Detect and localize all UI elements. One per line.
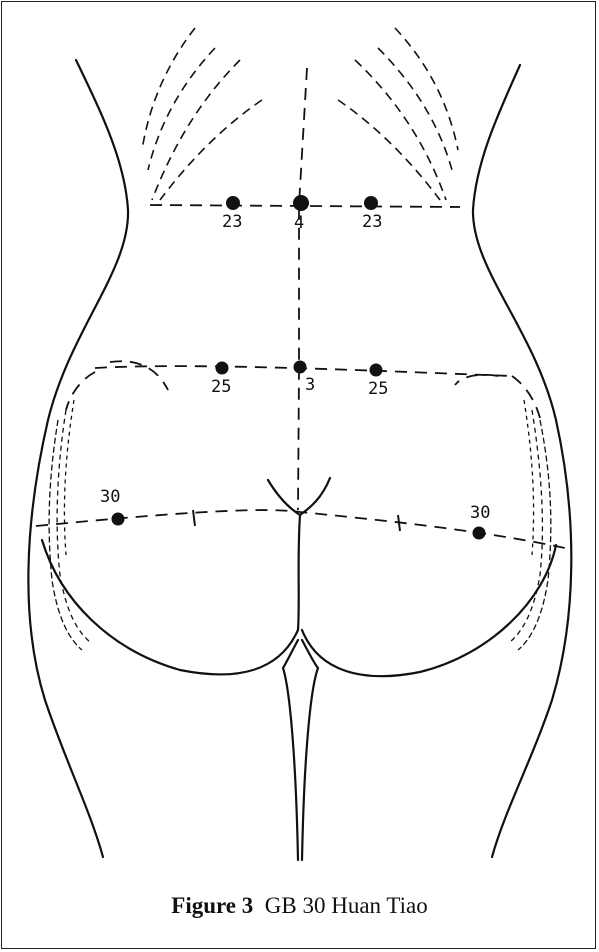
iliac-left	[66, 372, 95, 410]
inner-thigh-right	[302, 640, 318, 860]
label-bl23-left: 23	[222, 212, 242, 232]
buttock-left-lower	[42, 540, 298, 674]
point-du3	[294, 361, 307, 374]
point-du4	[293, 195, 309, 211]
point-bl25-left	[216, 362, 229, 375]
buttock-right-lower	[302, 545, 556, 676]
point-gb30-left	[112, 513, 125, 526]
label-bl25-left: 25	[211, 377, 231, 397]
point-gb30-right	[473, 527, 486, 540]
iliac-right-inner	[455, 375, 498, 385]
label-gb30-right: 30	[470, 503, 490, 523]
label-bl25-right: 25	[368, 379, 388, 399]
spine-line	[298, 68, 307, 510]
point-bl23-left	[226, 196, 240, 210]
inner-thigh-left	[283, 640, 298, 860]
label-bl23-right: 23	[362, 212, 382, 232]
figure-caption: Figure 3 GB 30 Huan Tiao	[0, 893, 599, 919]
gluteal-cleft	[298, 515, 300, 630]
body-outline-right	[473, 65, 571, 857]
label-du4: 4	[294, 213, 304, 233]
label-du3: 3	[305, 375, 315, 395]
figure-number: Figure 3	[171, 893, 253, 918]
point-bl23-right	[364, 196, 378, 210]
body-outline-left	[28, 60, 128, 857]
label-gb30-left: 30	[100, 487, 120, 507]
point-bl25-right	[370, 364, 383, 377]
figure-title: GB 30 Huan Tiao	[265, 893, 428, 918]
